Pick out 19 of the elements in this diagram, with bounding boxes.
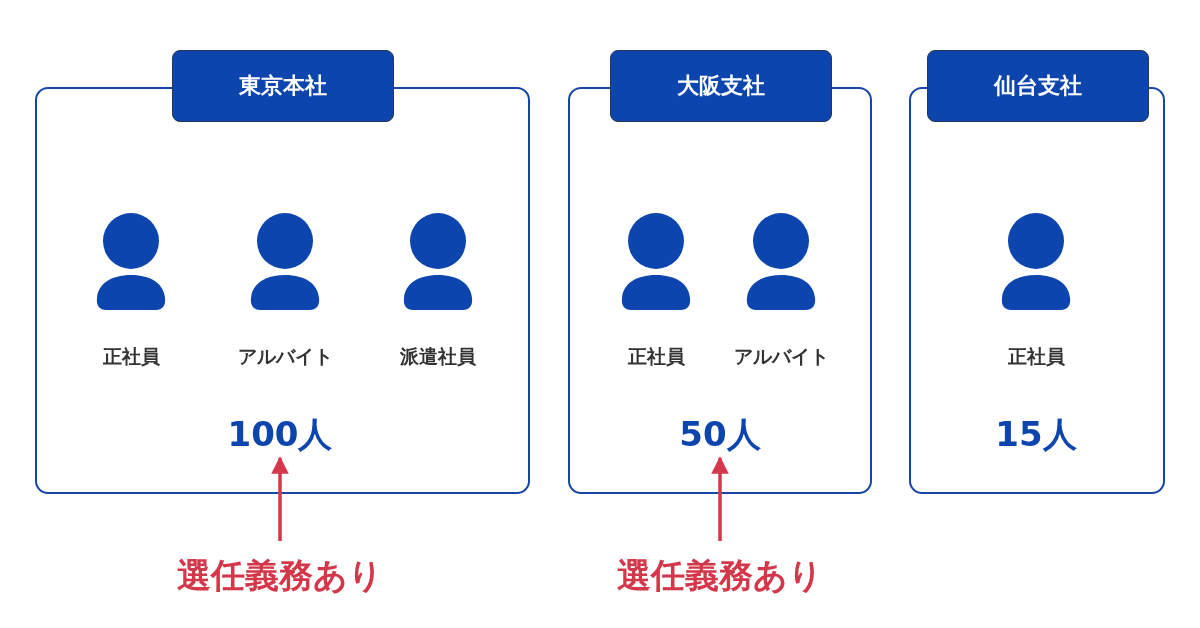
arrow bbox=[711, 456, 729, 541]
headcount-label: 50人 bbox=[679, 412, 761, 458]
employee-type-label: 正社員 bbox=[627, 344, 685, 369]
headcount-label: 100人 bbox=[227, 412, 333, 458]
requirement-label: 選任義務あり bbox=[177, 553, 383, 597]
employee-type-label: アルバイト bbox=[733, 344, 829, 369]
employee-type-label: アルバイト bbox=[237, 344, 333, 369]
employee-type-label: 正社員 bbox=[102, 344, 160, 369]
branch-tab: 東京本社 bbox=[172, 50, 394, 122]
employee-type-label: 派遣社員 bbox=[400, 344, 476, 369]
headcount-label: 15人 bbox=[995, 412, 1077, 458]
branch-box bbox=[568, 50, 872, 494]
branch-box bbox=[909, 50, 1165, 494]
branch-tab: 大阪支社 bbox=[610, 50, 832, 122]
requirement-label: 選任義務あり bbox=[617, 553, 823, 597]
employee-type-label: 正社員 bbox=[1007, 344, 1065, 369]
arrow bbox=[271, 456, 289, 541]
branch-tab: 仙台支社 bbox=[927, 50, 1149, 122]
branch-box bbox=[35, 50, 530, 494]
